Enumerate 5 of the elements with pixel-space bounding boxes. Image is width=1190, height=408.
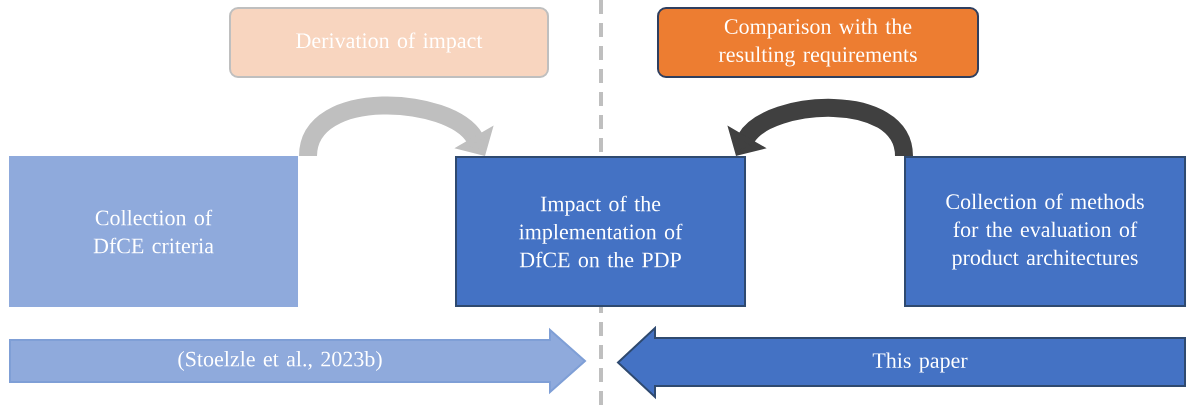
process-box: Impact of the implementation of DfCE on the PDP <box>455 156 746 307</box>
process-box: Collection of DfCE criteria <box>9 156 298 307</box>
step-box: Comparison with the resulting requirements <box>657 7 979 78</box>
step-box: Derivation of impact <box>229 7 549 78</box>
process-box: Collection of methods for the evaluation of product architectures <box>904 156 1186 307</box>
